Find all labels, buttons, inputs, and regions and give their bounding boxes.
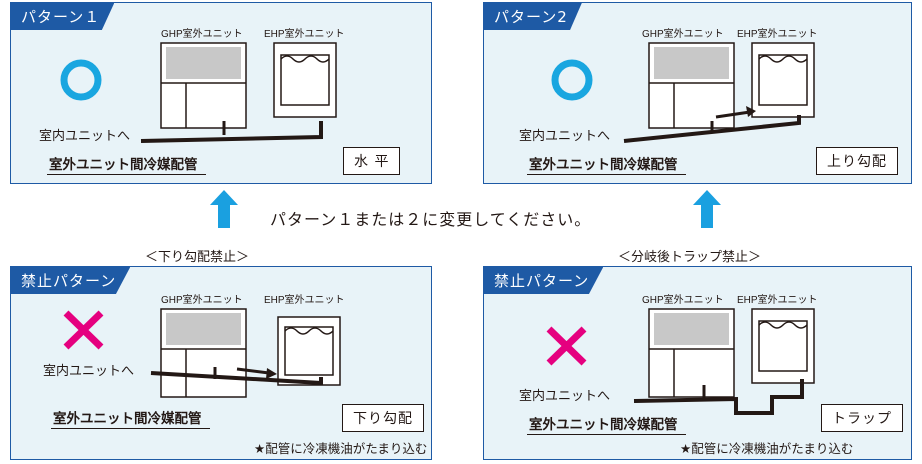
panel-4-diagram [546, 308, 815, 415]
ehp-unit-label: EHP室外ユニット [737, 295, 818, 306]
ghp-unit-label: GHP室外ユニット [161, 295, 243, 306]
heading-right: ＜分岐後トラップ禁止＞ [618, 250, 762, 265]
pattern-kind-box: 下り勾配 [342, 404, 424, 432]
ehp-unit-label: EHP室外ユニット [737, 29, 818, 40]
indoor-unit-label: 室内ユニットへ [43, 364, 135, 379]
oil-accumulation-note: ★配管に冷凍機油がたまり込む [680, 441, 854, 456]
pipe-label: 室外ユニット間冷媒配管 [527, 153, 685, 175]
panel-1-diagram [60, 42, 337, 143]
ehp-unit [751, 42, 815, 118]
ehp-unit [277, 316, 341, 386]
circle-icon [551, 59, 593, 101]
heading-left: ＜下り勾配禁止＞ [145, 250, 250, 265]
ehp-unit-label: EHP室外ユニット [264, 295, 345, 306]
indoor-unit-label: 室内ユニットへ [519, 129, 611, 144]
refrigerant-pipe [140, 121, 323, 143]
pipe-label: 室外ユニット間冷媒配管 [47, 153, 205, 175]
panel-tag: 禁止パターン [484, 267, 604, 294]
panel-prohibited-2: 禁止パターン GHP室外ユニット EHP室外ユニット 室内ユニットへ 室外ユニッ… [483, 266, 912, 460]
flow-arrow [715, 110, 751, 119]
up-arrow-right [693, 190, 721, 228]
refrigerant-pipe [633, 379, 804, 415]
flow-arrowhead [746, 106, 756, 117]
pattern-kind-box: トラップ [821, 404, 903, 432]
circle-icon [60, 59, 102, 101]
panel-prohibited-1: 禁止パターン GHP室外ユニット EHP室外ユニット 室内ユニットへ 室外ユニッ… [10, 266, 432, 460]
pattern-kind-box: 水 平 [343, 147, 401, 175]
panel-tag: パターン2 [484, 3, 582, 30]
ghp-unit [648, 42, 735, 129]
up-arrow-left [210, 190, 238, 228]
cross-icon [546, 326, 587, 366]
flow-arrowhead [266, 368, 277, 379]
refrigerant-pipe [623, 115, 801, 143]
cross-icon [63, 310, 104, 350]
panel-tag: パターン１ [11, 3, 115, 30]
ghp-unit-label: GHP室外ユニット [161, 29, 243, 40]
ghp-unit [160, 308, 247, 398]
panel-2-diagram [551, 42, 815, 143]
oil-accumulation-note: ★配管に冷凍機油がたまり込む [254, 441, 428, 456]
pipe-label: 室外ユニット間冷媒配管 [51, 407, 209, 429]
flow-arrow [236, 367, 270, 375]
ehp-unit [751, 308, 815, 384]
refrigerant-pipe [150, 371, 323, 386]
pipe-label: 室外ユニット間冷媒配管 [527, 413, 685, 435]
indoor-unit-label: 室内ユニットへ [519, 389, 611, 404]
panel-3-diagram [63, 308, 341, 398]
ghp-unit [648, 308, 735, 398]
indoor-unit-label: 室内ユニットへ [39, 129, 131, 144]
instruction-text: パターン１または２に変更してください。 [270, 210, 592, 229]
ghp-unit-label: GHP室外ユニット [642, 295, 724, 306]
panel-pattern-2: パターン2 GHP室外ユニット EHP室外ユニット 室内ユニットへ 室外ユニット… [483, 2, 912, 184]
panel-tag: 禁止パターン [11, 267, 131, 294]
ghp-unit-label: GHP室外ユニット [642, 29, 724, 40]
ehp-unit-label: EHP室外ユニット [264, 29, 345, 40]
ghp-unit [160, 42, 247, 129]
ehp-unit [273, 42, 337, 118]
pattern-kind-box: 上り勾配 [816, 147, 898, 175]
panel-pattern-1: パターン１ GHP室外ユニット EHP室外ユニット 室内ユニットへ 室外ユニット… [10, 2, 432, 184]
